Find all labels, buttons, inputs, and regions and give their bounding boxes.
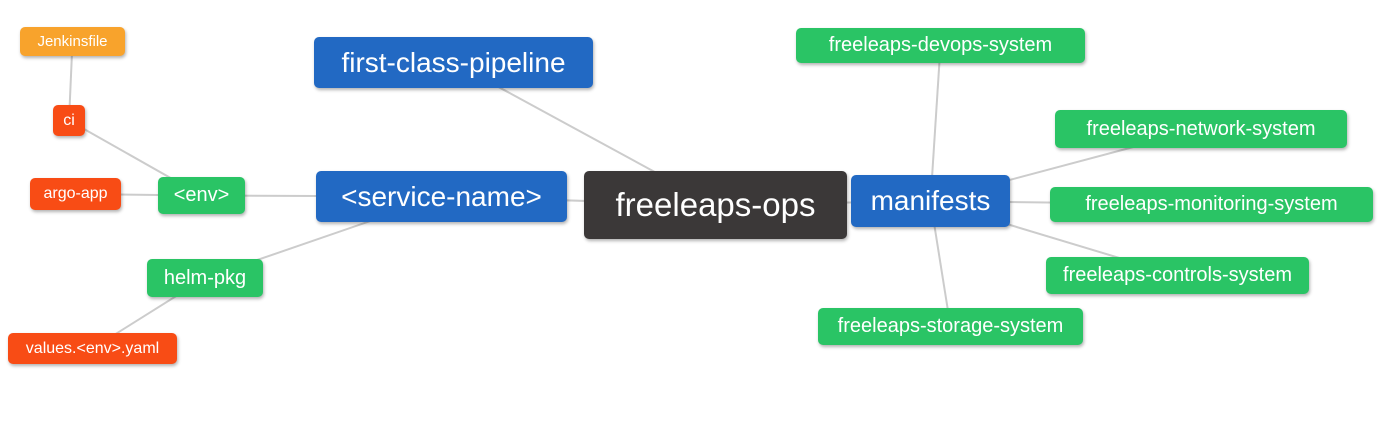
node-service-name[interactable]: <service-name> — [316, 171, 567, 222]
node-manifests[interactable]: manifests — [851, 175, 1010, 227]
node-freeleaps-storage-system[interactable]: freeleaps-storage-system — [818, 308, 1083, 345]
node-freeleaps-monitoring-system[interactable]: freeleaps-monitoring-system — [1050, 187, 1373, 222]
node-freeleaps-devops-system[interactable]: freeleaps-devops-system — [796, 28, 1085, 63]
node-first-class-pipeline[interactable]: first-class-pipeline — [314, 37, 593, 88]
node-values-env-yaml[interactable]: values.<env>.yaml — [8, 333, 177, 364]
node-argo-app[interactable]: argo-app — [30, 178, 121, 210]
node-helm-pkg[interactable]: helm-pkg — [147, 259, 263, 297]
node-freeleaps-controls-system[interactable]: freeleaps-controls-system — [1046, 257, 1309, 294]
node-freeleaps-network-system[interactable]: freeleaps-network-system — [1055, 110, 1347, 148]
node-freeleaps-ops-root[interactable]: freeleaps-ops — [584, 171, 847, 239]
node-env[interactable]: <env> — [158, 177, 245, 214]
node-ci[interactable]: ci — [53, 105, 85, 136]
node-jenkinsfile[interactable]: Jenkinsfile — [20, 27, 125, 56]
